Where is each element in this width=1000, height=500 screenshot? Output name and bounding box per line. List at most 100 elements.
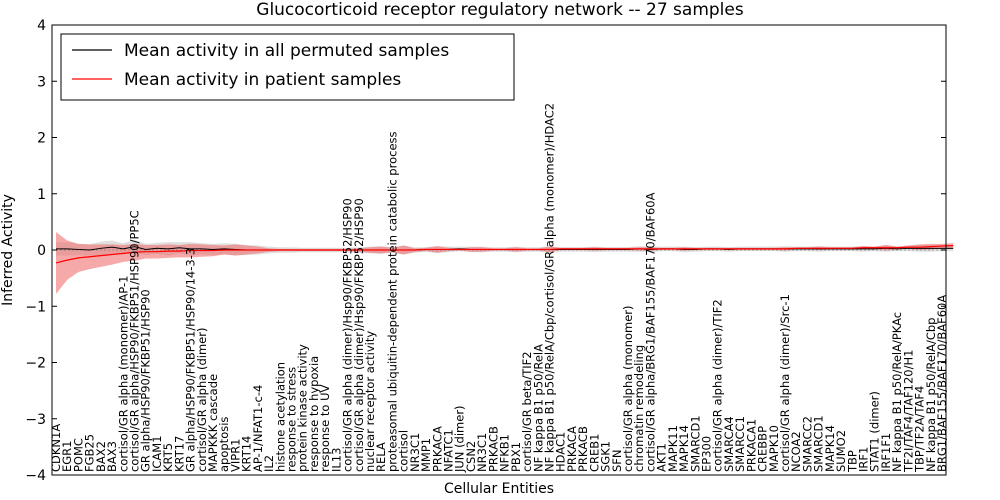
x-tick-label: MAPKKK cascade [206, 374, 220, 472]
chart-title: Glucocorticoid receptor regulatory netwo… [256, 0, 744, 20]
x-tick-label: SMARCC1 [733, 416, 747, 472]
x-tick-label: NFKB1 [498, 434, 512, 472]
x-tick-label: ICAM1 [150, 435, 164, 472]
x-tick-label: NF kappa B1 p50/RelA [531, 344, 545, 472]
x-tick-label: GR alpha/HSP90/FKBP51/HSP90/14-3-3 [184, 248, 198, 472]
y-tick-label: 3 [37, 74, 46, 90]
x-tick-label: SGK1 [599, 441, 613, 472]
x-tick-label: MMP1 [419, 438, 433, 472]
patient-series-line [55, 244, 954, 264]
x-tick-label: HDAC1 [554, 432, 568, 472]
legend: Mean activity in all permuted samples Me… [60, 33, 515, 101]
x-tick-label: cortisol/GR alpha (monomer)/AP-1 [116, 276, 130, 472]
x-tick-label: KRT17 [172, 436, 186, 472]
x-tick-label: cortisol/GR alpha (monomer) [621, 305, 635, 472]
x-tick-label: NF kappa B1 p50/RelA/PKAc [890, 312, 904, 472]
y-tick-label: −2 [25, 356, 46, 372]
x-tick-label: MAPK11 [666, 425, 680, 472]
x-tick-label: JUN (dimer) [453, 405, 467, 473]
error-bands [56, 232, 954, 294]
x-tick-label: PRKACB [486, 426, 500, 472]
x-tick-label: cortisol/GR alpha (dimer)/Src-1 [778, 294, 792, 472]
x-tick-label: apoptosis [217, 417, 231, 472]
x-tick-label: AKT1 [655, 443, 669, 472]
x-tick-label: RELA [374, 442, 388, 472]
x-tick-label: cortisol/GR beta/TIF2 [520, 351, 534, 472]
x-tick-label: NR3C1 [408, 433, 422, 472]
x-tick-label: PRKACA [430, 426, 444, 472]
legend-label-patient: Mean activity in patient samples [124, 70, 401, 90]
x-tick-label: PBX1 [509, 442, 523, 472]
x-tick-label: CREBBP [756, 426, 770, 472]
x-tick-label: BRG1/BAF155/BAF170/BAF60A [935, 295, 949, 472]
x-tick-label: CSN2 [464, 441, 478, 472]
x-tick-label: NF kappa B1 p50/RelA/Cbp/cortisol/GR alp… [542, 103, 556, 472]
x-tick-label: EGR1 [60, 441, 74, 473]
x-tick-label: BAX2 [94, 441, 108, 472]
x-tick-label: BAX3 [105, 441, 119, 472]
y-tick-label: 0 [37, 243, 46, 259]
x-tick-label: nuclear receptor activity [363, 331, 377, 472]
x-tick-label: NFATC1 [442, 429, 456, 472]
x-tick-label: CREB1 [587, 434, 601, 473]
y-tick-label: −3 [25, 412, 46, 428]
x-tick-label: VIPR1 [228, 438, 242, 472]
x-tick-label: SFN [610, 449, 624, 472]
x-tick-label: EP300 [699, 436, 713, 472]
x-tick-label: TBP/TF2A/TAF4 [913, 386, 927, 473]
permuted-error-band [56, 239, 954, 256]
x-tick-label: TBP [845, 450, 859, 473]
x-tick-label: IRF1F1 [879, 433, 893, 472]
y-tick-label: 1 [37, 187, 46, 203]
y-axis: −4 −3 −2 −1 0 1 2 3 4 [25, 18, 946, 484]
y-tick-label: −4 [25, 468, 46, 484]
x-tick-label: cortisol/GR alpha (dimer)/TIF2 [711, 299, 725, 472]
x-tick-label: cortisol [397, 430, 411, 472]
x-tick-label: KRT14 [240, 436, 254, 472]
series-lines [52, 244, 954, 264]
y-tick-label: 4 [37, 18, 46, 34]
x-tick-label: histone acetylation [273, 362, 287, 472]
x-tick-label: MAPK10 [767, 425, 781, 472]
legend-box [60, 33, 515, 101]
y-axis-label: Inferred Activity [0, 194, 16, 306]
x-tick-label: MAPK14 [823, 425, 837, 472]
x-tick-label: IL2 [262, 455, 276, 472]
x-tick-label: cortisol/GR alpha (dimer)/Hsp90/FKBP52/H… [352, 198, 366, 472]
x-tick-label: protein kinase activity [296, 344, 310, 472]
x-tick-label: SMARCD1 [688, 415, 702, 472]
x-tick-label: response to stress [285, 367, 299, 472]
x-tick-label: SMARCA4 [722, 416, 736, 472]
x-tick-label: PRKACB [576, 426, 590, 472]
x-tick-label: AP-1/NFAT1-c-4 [251, 385, 265, 472]
x-tick-label: PRKACA1 [744, 419, 758, 472]
x-tick-label: response to hypoxia [307, 356, 321, 472]
x-tick-label: STAT1 (dimer) [868, 391, 882, 472]
x-tick-label: FGB25 [83, 434, 97, 472]
x-tick-label: cortisol/GR alpha/BRG1/BAF155/BAF170/BAF… [643, 192, 657, 472]
x-tick-label: MAPK14 [677, 425, 691, 472]
x-tick-label: NF kappa B1 p50/RelA/Cbp [924, 318, 938, 472]
x-tick-label: cortisol/GR alpha (dimer)/Hsp90/FKBP52/H… [341, 198, 355, 472]
x-tick-label: IRF1 [856, 447, 870, 472]
x-tick-label: SMARCD1 [812, 415, 826, 472]
x-tick-label: response to UV [318, 384, 332, 472]
y-tick-label: −1 [25, 299, 46, 315]
x-tick-label: chromatin remodeling [632, 345, 646, 472]
x-tick-label: NR3C1 [475, 433, 489, 472]
x-tick-label: SMARCC2 [800, 416, 814, 472]
x-tick-label: proteasomal ubiquitin-dependent protein … [385, 131, 399, 472]
legend-label-permuted: Mean activity in all permuted samples [124, 41, 449, 61]
y-tick-label: 2 [37, 131, 46, 147]
x-axis-label: Cellular Entities [444, 481, 554, 497]
x-tick-label: IL13 [329, 448, 343, 472]
x-tick-label: NCOA2 [789, 431, 803, 472]
x-tick-label: POMC [71, 438, 85, 472]
x-tick-label: TF2I/TAF4/TAF120/H1 [901, 350, 915, 473]
x-tick-label: cortisol/GR alpha (dimer) [195, 328, 209, 472]
x-tick-label: cortisol/GR alpha/HSP90/FKBP51/HSP90/PP5… [128, 210, 142, 472]
x-tick-label: GR alpha/HSP90/FKBP51/HSP90 [139, 289, 153, 472]
x-tick-label: PRKACA [565, 426, 579, 472]
